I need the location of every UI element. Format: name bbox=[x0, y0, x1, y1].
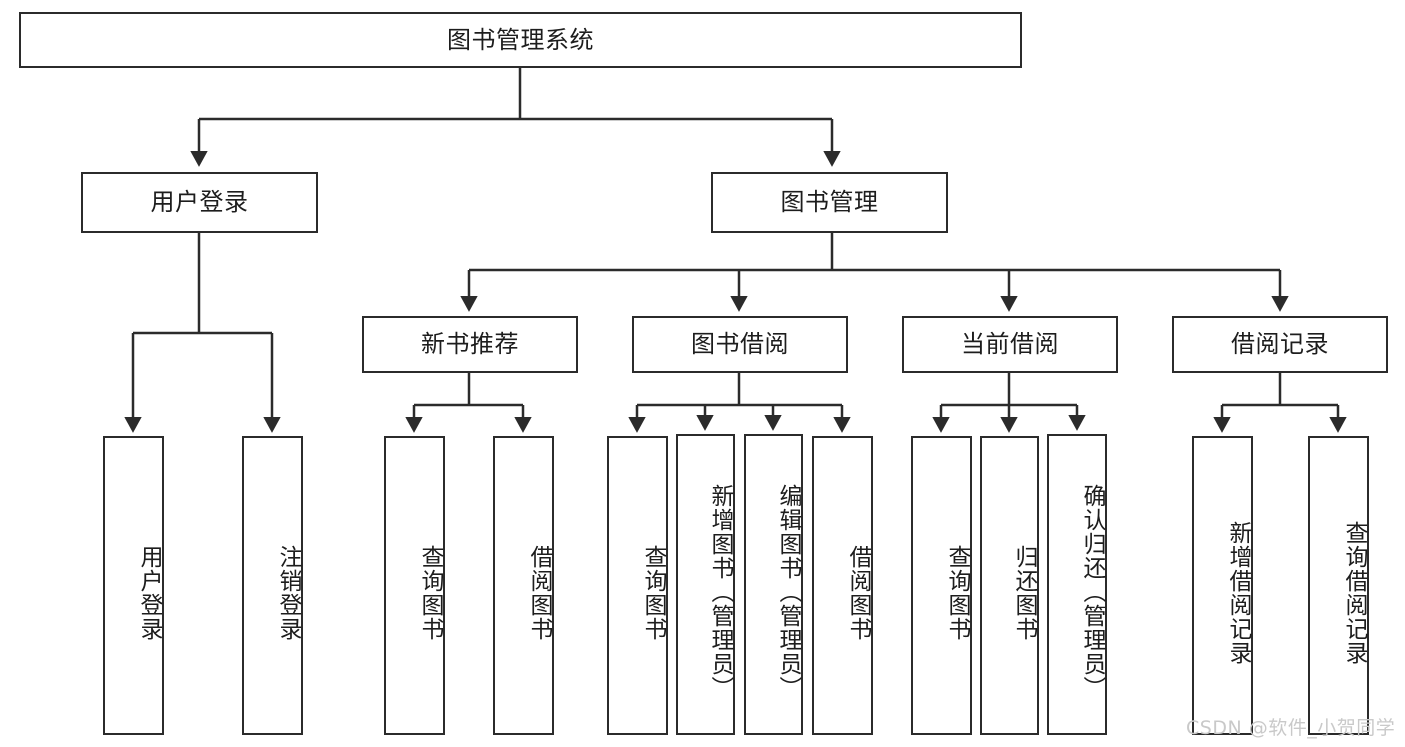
leaf-book-borrow-add[interactable]: 新增图书（管理员） bbox=[676, 434, 735, 735]
leaf-user-login-signout[interactable]: 注销登录 bbox=[242, 436, 303, 735]
node-label: 图书管理系统 bbox=[447, 25, 594, 54]
leaf-current-borrow-query[interactable]: 查询图书 bbox=[911, 436, 972, 735]
leaf-new-book-borrow[interactable]: 借阅图书 bbox=[493, 436, 554, 735]
leaf-current-borrow-confirm[interactable]: 确认归还（管理员） bbox=[1047, 434, 1107, 735]
node-label: 用户登录 bbox=[136, 544, 162, 641]
csdn-watermark: CSDN @软件_小贺同学 bbox=[1186, 717, 1396, 739]
node-label: 查询图书 bbox=[640, 544, 666, 641]
leaf-current-borrow-return[interactable]: 归还图书 bbox=[980, 436, 1039, 735]
node-label: 新增图书（管理员） bbox=[707, 483, 733, 700]
node-user-login[interactable]: 用户登录 bbox=[81, 172, 318, 233]
node-current-borrow[interactable]: 当前借阅 bbox=[902, 316, 1118, 373]
node-label: 图书管理 bbox=[780, 188, 879, 217]
leaf-book-borrow-edit[interactable]: 编辑图书（管理员） bbox=[744, 434, 803, 735]
node-label: 当前借阅 bbox=[961, 330, 1059, 359]
node-book-borrow[interactable]: 图书借阅 bbox=[632, 316, 848, 373]
leaf-user-login-signin[interactable]: 用户登录 bbox=[103, 436, 164, 735]
node-label: 归还图书 bbox=[1011, 544, 1037, 641]
node-label: 新书推荐 bbox=[421, 330, 519, 359]
leaf-book-borrow-lend[interactable]: 借阅图书 bbox=[812, 436, 873, 735]
node-label: 借阅图书 bbox=[845, 544, 871, 641]
node-label: 查询图书 bbox=[944, 544, 970, 641]
leaf-new-book-query[interactable]: 查询图书 bbox=[384, 436, 445, 735]
node-label: 图书借阅 bbox=[691, 330, 789, 359]
node-label: 借阅记录 bbox=[1231, 330, 1329, 359]
node-label: 查询图书 bbox=[417, 544, 443, 641]
node-label: 用户登录 bbox=[150, 188, 249, 217]
node-new-book-recommend[interactable]: 新书推荐 bbox=[362, 316, 578, 373]
node-root-system[interactable]: 图书管理系统 bbox=[19, 12, 1022, 68]
node-label: 确认归还（管理员） bbox=[1079, 483, 1105, 700]
node-label: 注销登录 bbox=[275, 544, 301, 641]
node-label: 借阅图书 bbox=[526, 544, 552, 641]
leaf-borrow-record-add[interactable]: 新增借阅记录 bbox=[1192, 436, 1253, 735]
node-book-management[interactable]: 图书管理 bbox=[711, 172, 948, 233]
node-label: 编辑图书（管理员） bbox=[775, 483, 801, 700]
node-label: 查询借阅记录 bbox=[1341, 520, 1367, 665]
node-borrow-record[interactable]: 借阅记录 bbox=[1172, 316, 1388, 373]
node-label: 新增借阅记录 bbox=[1225, 520, 1251, 665]
leaf-book-borrow-query[interactable]: 查询图书 bbox=[607, 436, 668, 735]
leaf-borrow-record-query[interactable]: 查询借阅记录 bbox=[1308, 436, 1369, 735]
